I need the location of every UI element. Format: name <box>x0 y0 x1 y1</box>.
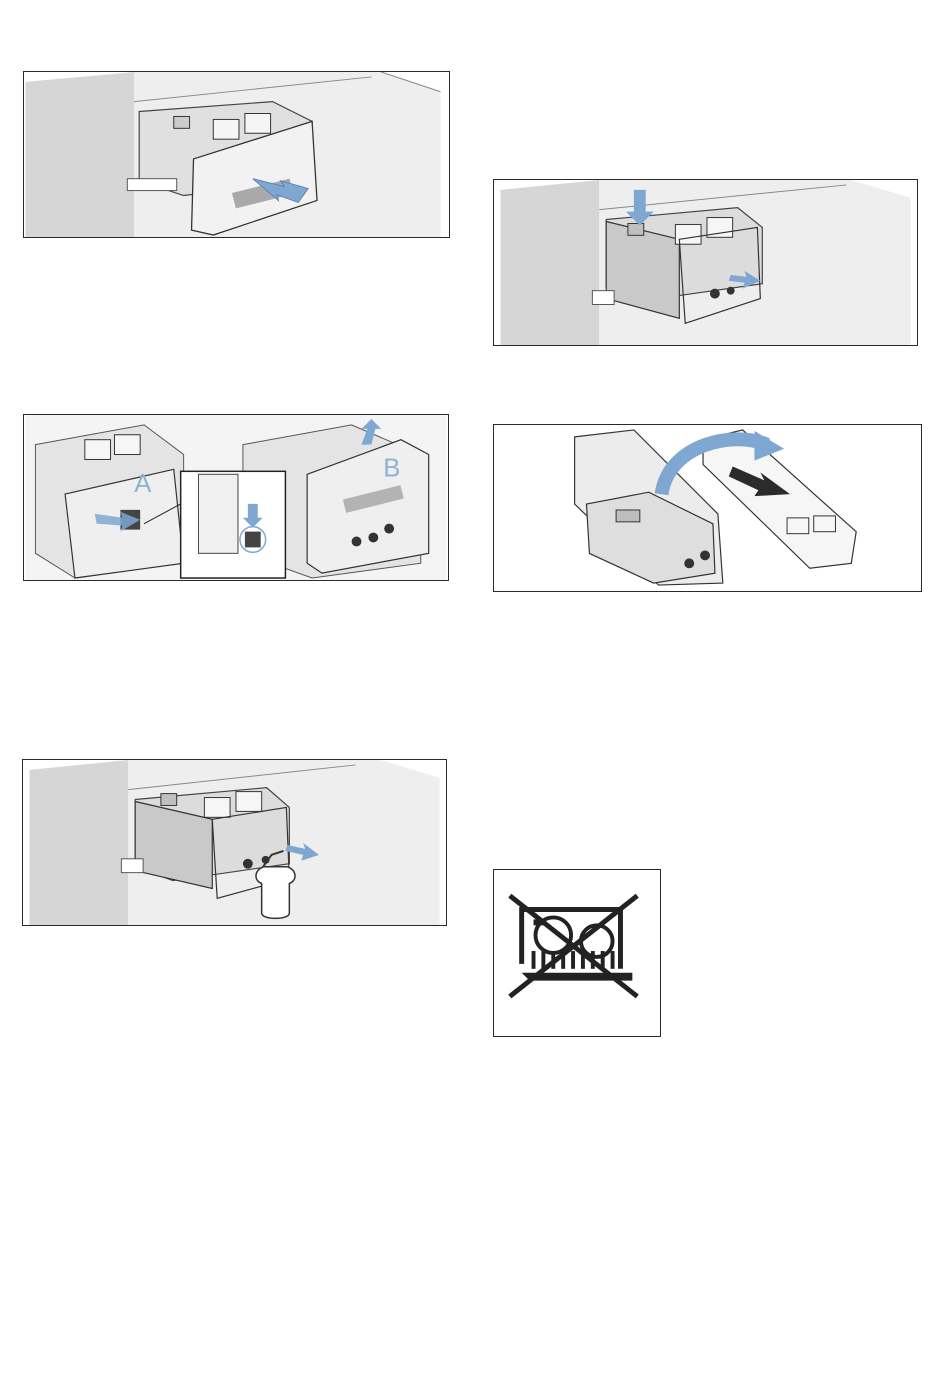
label-a: A <box>134 470 152 498</box>
no-dishwasher-icon <box>494 870 660 1036</box>
figure-syphon-insert-remove <box>493 179 918 346</box>
figure-drawer-insert-cover <box>493 424 922 592</box>
cleaning-illustration <box>23 760 446 925</box>
figure-drawer-release-remove: A B <box>23 414 449 581</box>
label-b: B <box>383 454 400 482</box>
drawer-release-illustration: A B <box>24 415 448 580</box>
figure-drawer-pull-out <box>23 71 450 238</box>
syphon-illustration <box>494 180 917 345</box>
drawer-pull-out-illustration <box>24 72 449 237</box>
figure-no-dishwasher-symbol <box>493 869 661 1037</box>
cover-insert-illustration <box>494 425 921 591</box>
figure-drawer-cleaning-bottle <box>22 759 447 926</box>
